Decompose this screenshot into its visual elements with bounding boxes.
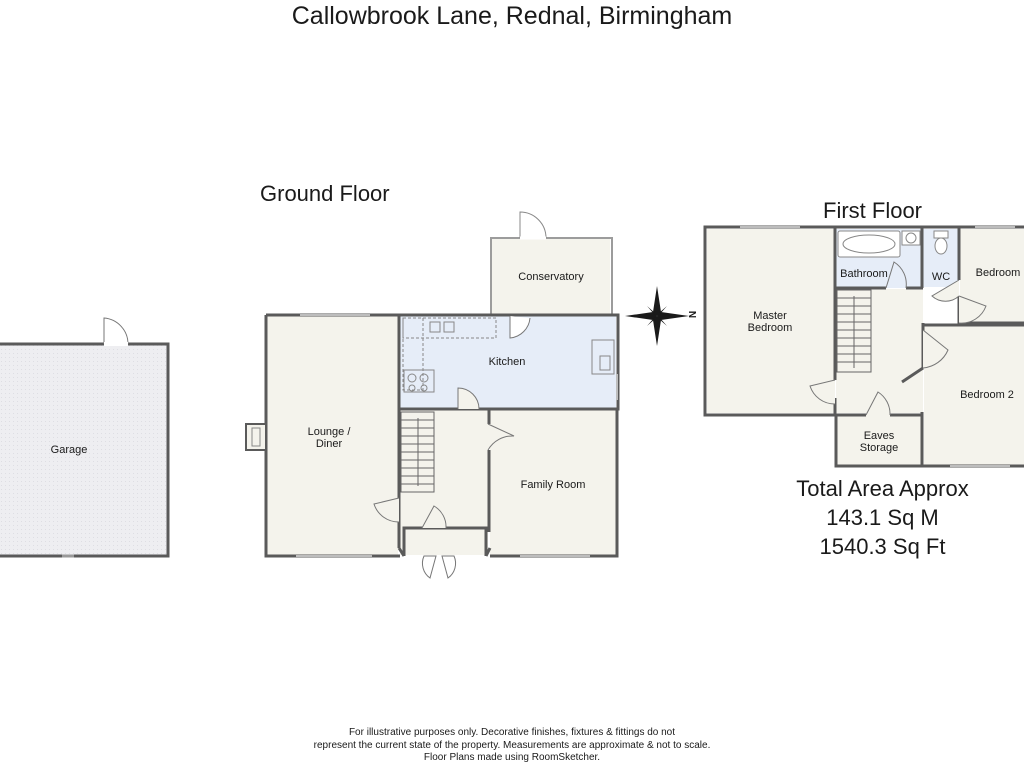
first-floor-title: First Floor	[823, 198, 922, 223]
garage-label: Garage	[50, 444, 88, 456]
first-floor-plan	[703, 225, 1024, 468]
wc-label: WC	[931, 271, 951, 283]
compass-north-label: N	[686, 310, 698, 319]
garage-floor	[0, 344, 168, 556]
bedroom-door	[958, 295, 987, 324]
ground-staircase	[400, 411, 435, 493]
conservatory-walls	[490, 237, 613, 314]
kitchen-hall-door	[457, 387, 480, 410]
kitchen-units	[402, 317, 615, 393]
bedroom-label: Bedroom	[975, 267, 1021, 279]
bathroom-fixtures	[837, 230, 949, 258]
porch-floor	[404, 527, 486, 553]
eaves-door	[865, 391, 891, 416]
ground-floor-plan	[245, 211, 620, 579]
wc-door	[931, 279, 960, 302]
bathroom-door	[885, 261, 907, 289]
garage-walls	[0, 342, 170, 558]
bathroom-label: Bathroom	[840, 268, 888, 280]
eaves-storage-label-line2: Storage	[859, 442, 899, 454]
bedroom2-label: Bedroom 2	[960, 389, 1014, 401]
disclaimer-line1: For illustrative purposes only. Decorati…	[348, 727, 676, 738]
master-bedroom-label-line2: Bedroom	[747, 322, 793, 334]
lounge-label-line1: Lounge /	[307, 426, 351, 438]
first-staircase	[836, 289, 872, 373]
total-area-heading: Total Area Approx	[796, 476, 969, 501]
kitchen-label: Kitchen	[488, 356, 526, 368]
bedroom2-door	[922, 329, 949, 369]
kitchen-floor	[400, 316, 616, 408]
lounge-floor	[267, 316, 398, 555]
master-bedroom-label-line1: Master	[753, 310, 787, 322]
landing-floor	[836, 289, 923, 413]
eaves-storage-label-line1: Eaves	[863, 430, 895, 442]
compass-icon	[625, 286, 689, 346]
garage-door-swing	[103, 317, 129, 345]
disclaimer-line3: Floor Plans made using RoomSketcher.	[423, 752, 601, 763]
master-door	[809, 379, 836, 405]
fireplace	[251, 427, 261, 447]
ground-internal-walls	[397, 315, 618, 548]
family-room-door	[487, 423, 515, 451]
master-bedroom-floor	[707, 229, 834, 413]
front-door-right	[441, 555, 457, 579]
page-title: Callowbrook Lane, Rednal, Birmingham	[291, 2, 733, 30]
conservatory-floor	[491, 238, 610, 314]
eaves-storage-floor	[836, 415, 922, 465]
family-room-label: Family Room	[520, 479, 586, 491]
total-area-sq-m: 143.1 Sq M	[826, 505, 939, 530]
lounge-label-line2: Diner	[315, 438, 343, 450]
inner-porch-door	[421, 505, 447, 529]
lounge-door	[373, 497, 400, 523]
kitchen-conservatory-door	[509, 316, 531, 339]
front-door-left	[421, 555, 437, 579]
chimney-breast	[245, 423, 267, 451]
conservatory-door-swing	[519, 211, 547, 239]
total-area-sq-ft: 1540.3 Sq Ft	[819, 534, 946, 559]
conservatory-label: Conservatory	[518, 271, 584, 283]
garage-plan	[0, 317, 170, 558]
disclaimer-line2: represent the current state of the prope…	[313, 739, 711, 751]
ground-floor-title: Ground Floor	[260, 181, 390, 206]
